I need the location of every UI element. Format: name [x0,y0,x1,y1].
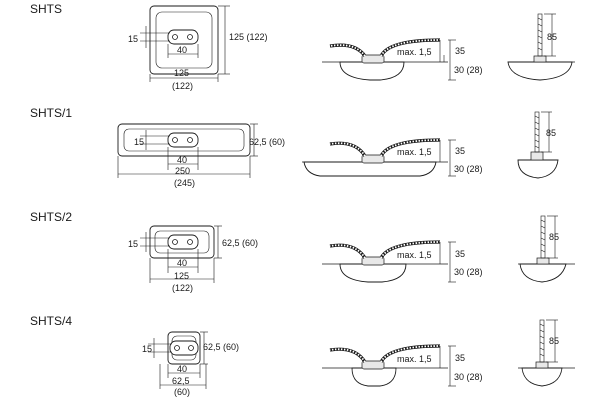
dim-max-offset: max. 1,5 [397,47,432,57]
dim-width-alt: (245) [174,178,195,188]
variant-label-shts-1: SHTS/1 [30,106,73,120]
dim-max-offset: max. 1,5 [397,250,432,260]
dim-side-height-bottom: 30 (28) [454,164,483,174]
dim-slot-width: 40 [177,45,187,55]
dim-slot-height: 15 [134,137,144,147]
dim-slot-width: 40 [177,364,187,374]
rod-view-shts-1: 85 [517,111,559,179]
variant-label-shts-4: SHTS/4 [30,314,73,328]
dim-width-alt: (122) [172,81,193,91]
dim-height: 62,5 (60) [222,238,258,248]
dim-slot-width: 40 [177,155,187,165]
dim-rod-height: 85 [549,232,559,242]
dim-width: 125 [174,271,189,281]
dim-side-height-top: 35 [455,46,465,56]
side-view-shts-4: max. 1,5 35 30 (28) [322,344,483,387]
top-view-shts-1: 15 40 62,5 (60) 250 (245) [117,123,285,188]
dim-side-height-bottom: 30 (28) [454,267,483,277]
dim-height: 125 (122) [229,32,268,42]
side-view-shts-2: max. 1,5 35 30 (28) [322,240,483,283]
dim-rod-height: 85 [547,32,557,42]
dim-max-offset: max. 1,5 [397,147,432,157]
top-view-shts-4: 15 40 62,5 (60) 62,5 (60) [142,331,239,397]
rod-view-shts-2: 85 [518,215,575,283]
dim-width: 125 [174,68,189,78]
dim-side-height-bottom: 30 (28) [454,65,483,75]
dim-width-alt: (122) [172,283,193,293]
dim-rod-height: 85 [546,128,556,138]
side-view-shts: max. 1,5 35 30 (28) [322,38,483,81]
side-view-shts-1: max. 1,5 35 30 (28) [302,138,483,177]
dim-side-height-top: 35 [455,353,465,363]
dim-slot-height: 15 [142,344,152,354]
dim-slot-height: 15 [128,239,138,249]
dim-max-offset: max. 1,5 [397,354,432,364]
dim-rod-height: 85 [549,336,559,346]
top-view-shts-2: 15 40 62,5 (60) 125 (122) [128,225,258,293]
dim-height: 62,5 (60) [249,137,285,147]
rod-view-shts-4: 85 [518,319,575,387]
dim-width-alt: (60) [174,387,190,397]
dim-side-height-top: 35 [455,249,465,259]
variant-label-shts-2: SHTS/2 [30,210,73,224]
dim-slot-width: 40 [177,258,187,268]
variant-label-shts: SHTS [30,2,63,16]
dim-width: 250 [175,166,190,176]
dim-side-height-bottom: 30 (28) [454,372,483,382]
dim-side-height-top: 35 [455,146,465,156]
dim-width: 62,5 [172,376,190,386]
top-view-shts: 15 40 125 (122) 125 (122) [128,5,268,91]
dim-slot-height: 15 [128,34,138,44]
rod-view-shts: 85 [507,13,575,81]
dim-height: 62,5 (60) [203,342,239,352]
